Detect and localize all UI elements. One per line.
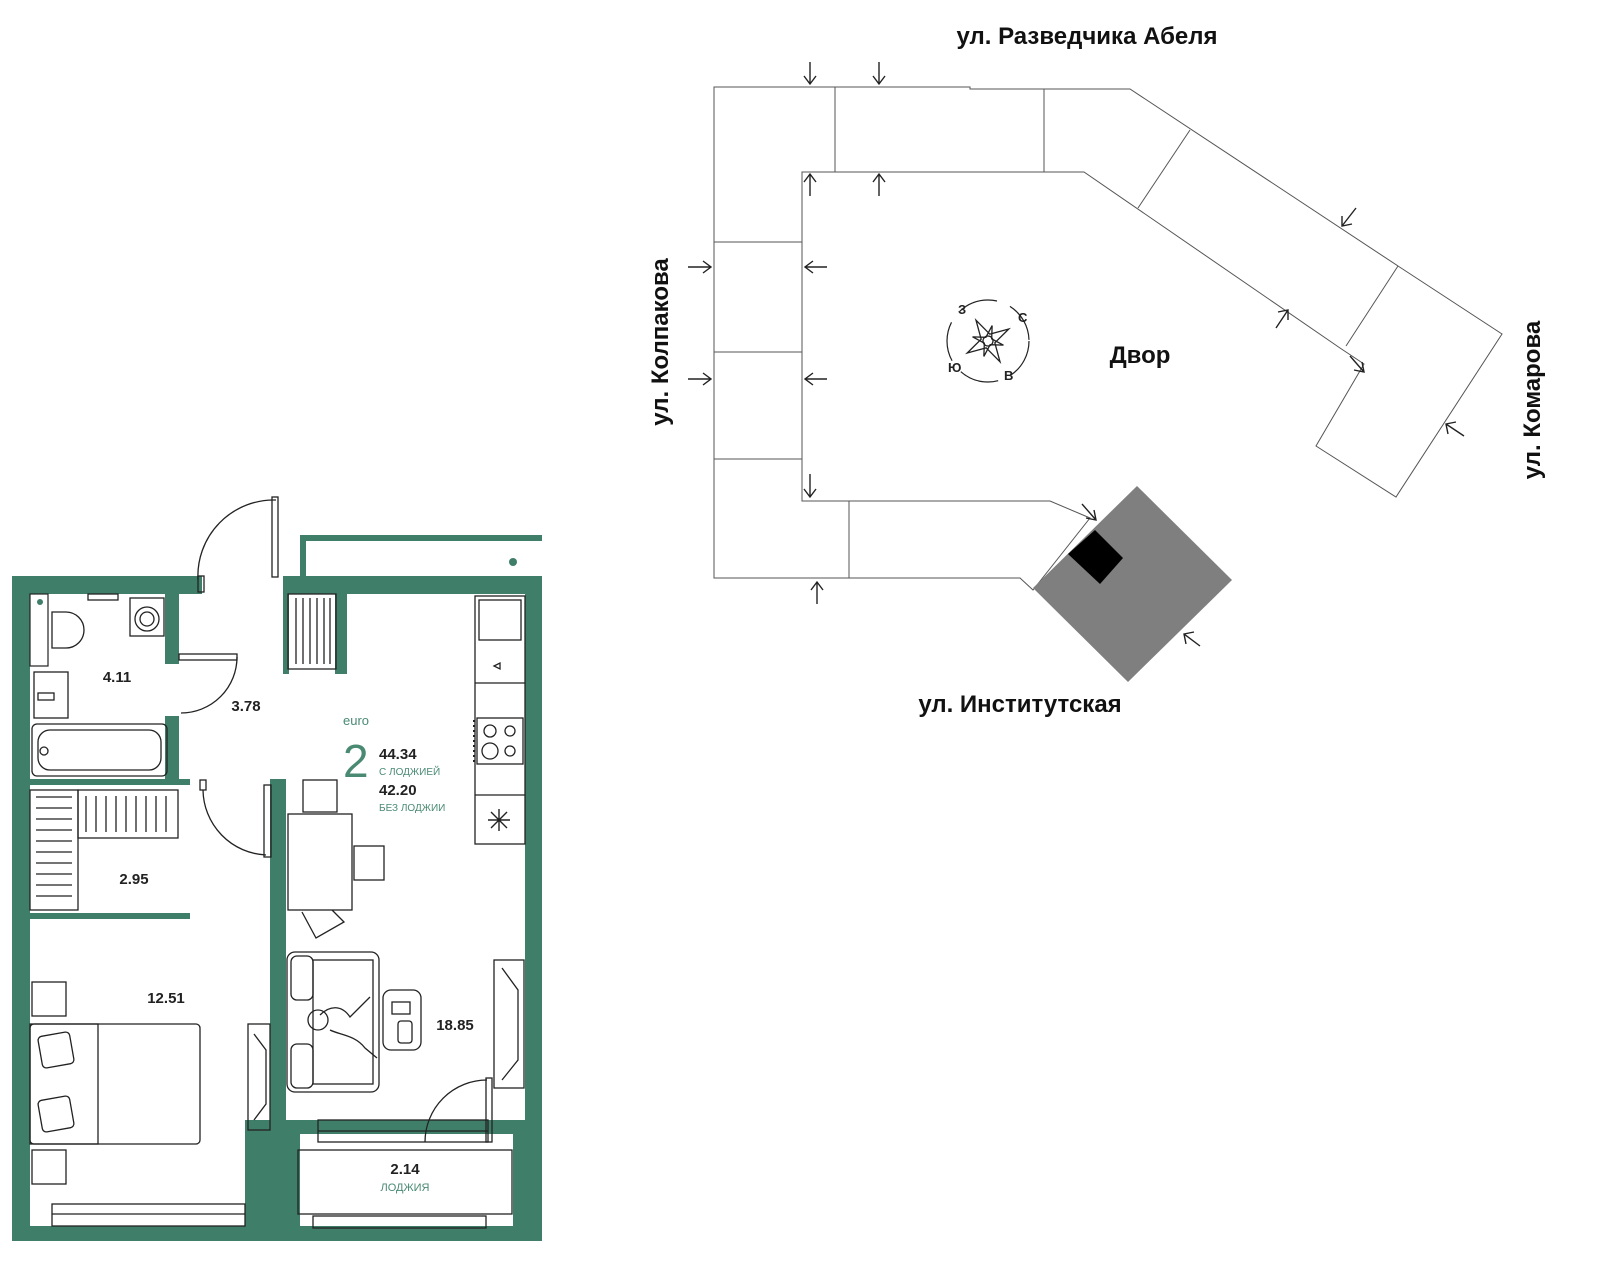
snowflake-icon [488, 809, 510, 831]
compass-north: С [1018, 310, 1028, 325]
apartment-class: euro [343, 713, 369, 728]
area-with-loggia-caption: С ЛОДЖИЕЙ [379, 765, 440, 778]
room-area-hall: 3.78 [231, 698, 260, 715]
entrance-arrow-icon [688, 62, 1465, 647]
coffee-table [382, 989, 422, 1051]
street-south: ул. Институтская [918, 691, 1121, 718]
room-area-loggia: 2.14 [390, 1161, 420, 1178]
compass-rose-icon: С В Ю З [946, 299, 1030, 383]
area-with-loggia: 44.34 [379, 746, 417, 763]
room-area-living-kitchen: 18.85 [436, 1017, 474, 1034]
bathroom-fixtures [29, 593, 168, 777]
highlighted-section [1068, 530, 1123, 584]
apartment-summary: euro 2 44.34 С ЛОДЖИЕЙ 42.20 БЕЗ ЛОДЖИИ [343, 713, 445, 814]
dining-table [287, 779, 385, 939]
bedroom-tv [247, 1023, 271, 1131]
radiator-icon [287, 593, 337, 670]
doors [178, 496, 493, 1143]
bathtub-icon [31, 723, 168, 777]
street-east: ул. Комарова [1519, 320, 1546, 479]
room-area-wardrobe: 2.95 [119, 871, 148, 888]
building-outline [713, 86, 1503, 591]
room-area-bathroom: 4.11 [103, 669, 131, 686]
room-labels: 4.11 3.78 2.95 12.51 18.85 2.14 ЛОДЖИЯ [103, 669, 474, 1194]
section-dividers [714, 87, 1399, 578]
kitchen-counter [473, 595, 526, 845]
compass-east: В [1004, 368, 1013, 383]
sink-icon [33, 671, 69, 719]
riser-dot [509, 558, 517, 566]
stove-icon [473, 717, 524, 765]
washing-machine-icon [129, 597, 165, 637]
tv-unit [493, 959, 525, 1089]
rooms-count: 2 [343, 735, 369, 787]
windows [51, 1119, 513, 1229]
sofa [286, 951, 380, 1093]
compass-west: З [958, 302, 966, 317]
toilet-icon [51, 611, 85, 649]
area-without-loggia-caption: БЕЗ ЛОДЖИИ [379, 803, 445, 814]
street-north: ул. Разведчика Абеля [956, 23, 1217, 50]
walls [12, 535, 542, 1241]
courtyard-label: Двор [1110, 342, 1171, 369]
area-without-loggia: 42.20 [379, 782, 417, 799]
kitchen-sink-icon [478, 599, 522, 641]
room-area-bedroom: 12.51 [147, 990, 185, 1007]
compass-south: Ю [948, 360, 961, 375]
loggia-caption: ЛОДЖИЯ [381, 1182, 430, 1194]
floor-plan: 4.11 3.78 2.95 12.51 18.85 2.14 ЛОДЖИЯ e… [12, 496, 542, 1241]
street-west: ул. Колпакова [647, 258, 674, 426]
bed [29, 981, 201, 1185]
existing-building [1033, 486, 1232, 682]
wardrobe-shelves [29, 789, 179, 911]
site-plan: С В Ю З ул. Разведчика Абеля ул. Институ… [647, 23, 1546, 718]
